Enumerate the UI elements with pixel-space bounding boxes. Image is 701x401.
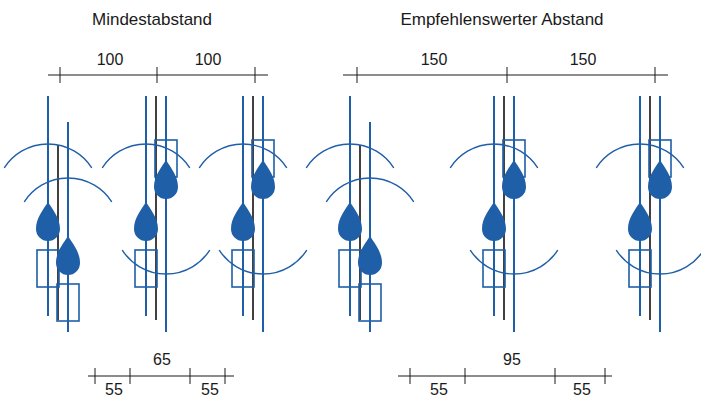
dimension-value: 55 — [428, 382, 450, 398]
person-symbol — [358, 236, 382, 275]
swing-arc — [219, 250, 307, 274]
ski-box — [483, 250, 505, 287]
dimension-value: 55 — [571, 382, 593, 398]
person-symbol — [56, 236, 80, 275]
ski-box — [359, 284, 381, 321]
dimension-value: 150 — [419, 52, 450, 68]
dimension-value: 65 — [151, 352, 173, 368]
skier-pair — [102, 96, 210, 332]
person-symbol — [338, 202, 362, 241]
swing-arc — [4, 144, 92, 168]
ski-box — [339, 250, 361, 287]
dimension-line — [48, 67, 268, 83]
swing-arc — [326, 178, 414, 202]
person-symbol — [154, 160, 178, 199]
ski-line — [165, 96, 167, 332]
ski-line — [369, 122, 371, 332]
ski-line — [513, 96, 515, 332]
ski-line — [67, 122, 69, 332]
ski-box — [57, 284, 79, 321]
ski-box — [629, 250, 651, 287]
dimension-value: 100 — [95, 52, 126, 68]
skier-pair — [450, 96, 558, 332]
person-symbol — [36, 202, 60, 241]
person-symbol — [251, 160, 275, 199]
ski-line — [659, 96, 661, 332]
ski-line — [262, 96, 264, 332]
person-symbol — [134, 202, 158, 241]
ski-box — [232, 250, 254, 287]
heading: Empfehlenswerter Abstand — [398, 11, 605, 28]
swing-arc — [470, 250, 558, 274]
swing-arc — [122, 250, 210, 274]
dimension-value: 100 — [193, 52, 224, 68]
dimension-value: 150 — [568, 52, 599, 68]
person-symbol — [231, 202, 255, 241]
swing-arc — [24, 178, 112, 202]
person-symbol — [482, 202, 506, 241]
skier-pair — [306, 96, 414, 332]
person-symbol — [502, 160, 526, 199]
ski-box — [37, 250, 59, 287]
skier-pair — [199, 96, 307, 332]
person-symbol — [648, 160, 672, 199]
skier-pair — [596, 96, 701, 332]
heading: Mindestabstand — [90, 11, 214, 28]
person-symbol — [628, 202, 652, 241]
dimension-line — [343, 67, 668, 83]
swing-arc — [306, 144, 394, 168]
dimension-value: 55 — [103, 382, 125, 398]
skier-pair — [4, 96, 112, 332]
ski-box — [135, 250, 157, 287]
swing-arc — [616, 250, 701, 274]
dimension-value: 95 — [501, 352, 523, 368]
dimension-value: 55 — [199, 382, 221, 398]
